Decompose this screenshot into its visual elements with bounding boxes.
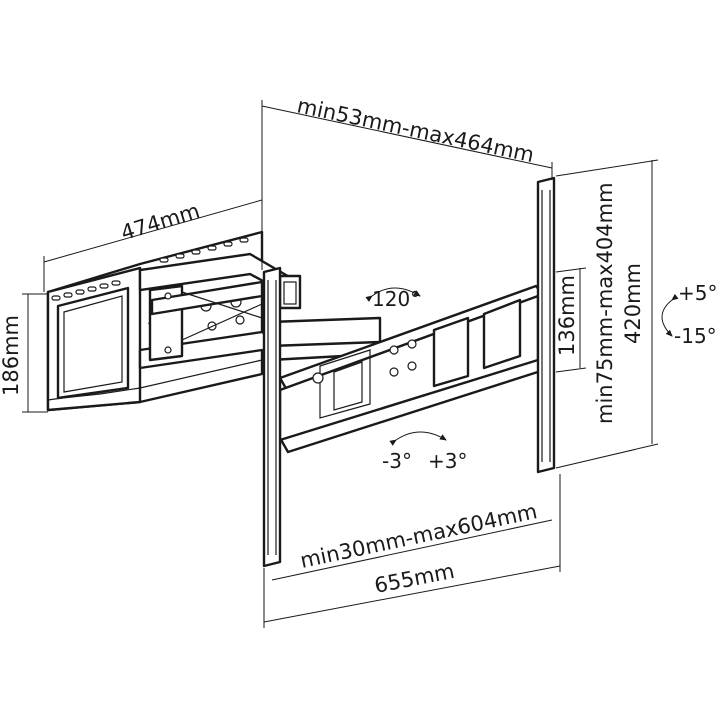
label-wall-plate-width: 474mm [118,199,202,246]
dimension-lines [22,100,659,628]
swivel-arrow-icon [365,287,421,302]
label-overall-height: 420mm [621,263,645,344]
label-wall-plate-height: 186mm [0,315,23,396]
label-arm-extension: min53mm-max464mm [295,93,536,167]
tilt-arrow-icon [661,293,679,337]
wall-plate-slots [51,237,249,301]
label-overall-width: 655mm [372,559,456,598]
label-level-left: -3° [382,449,412,473]
label-swivel: 120° [372,287,420,311]
label-level-right: +3° [428,449,467,473]
label-tilt-down: -15° [674,324,717,348]
label-vesa-horizontal: min30mm-max604mm [298,499,539,573]
rotation-indicators [365,287,679,446]
label-bracket-spacing: 136mm [555,275,579,356]
label-vesa-vertical: min75mm-max404mm [593,182,617,424]
tv-bracket [262,176,556,568]
label-tilt-up: +5° [678,281,717,305]
adjustment-labels: 120° +5° -15° -3° +3° [372,281,717,473]
level-arrow-icon [389,431,447,446]
